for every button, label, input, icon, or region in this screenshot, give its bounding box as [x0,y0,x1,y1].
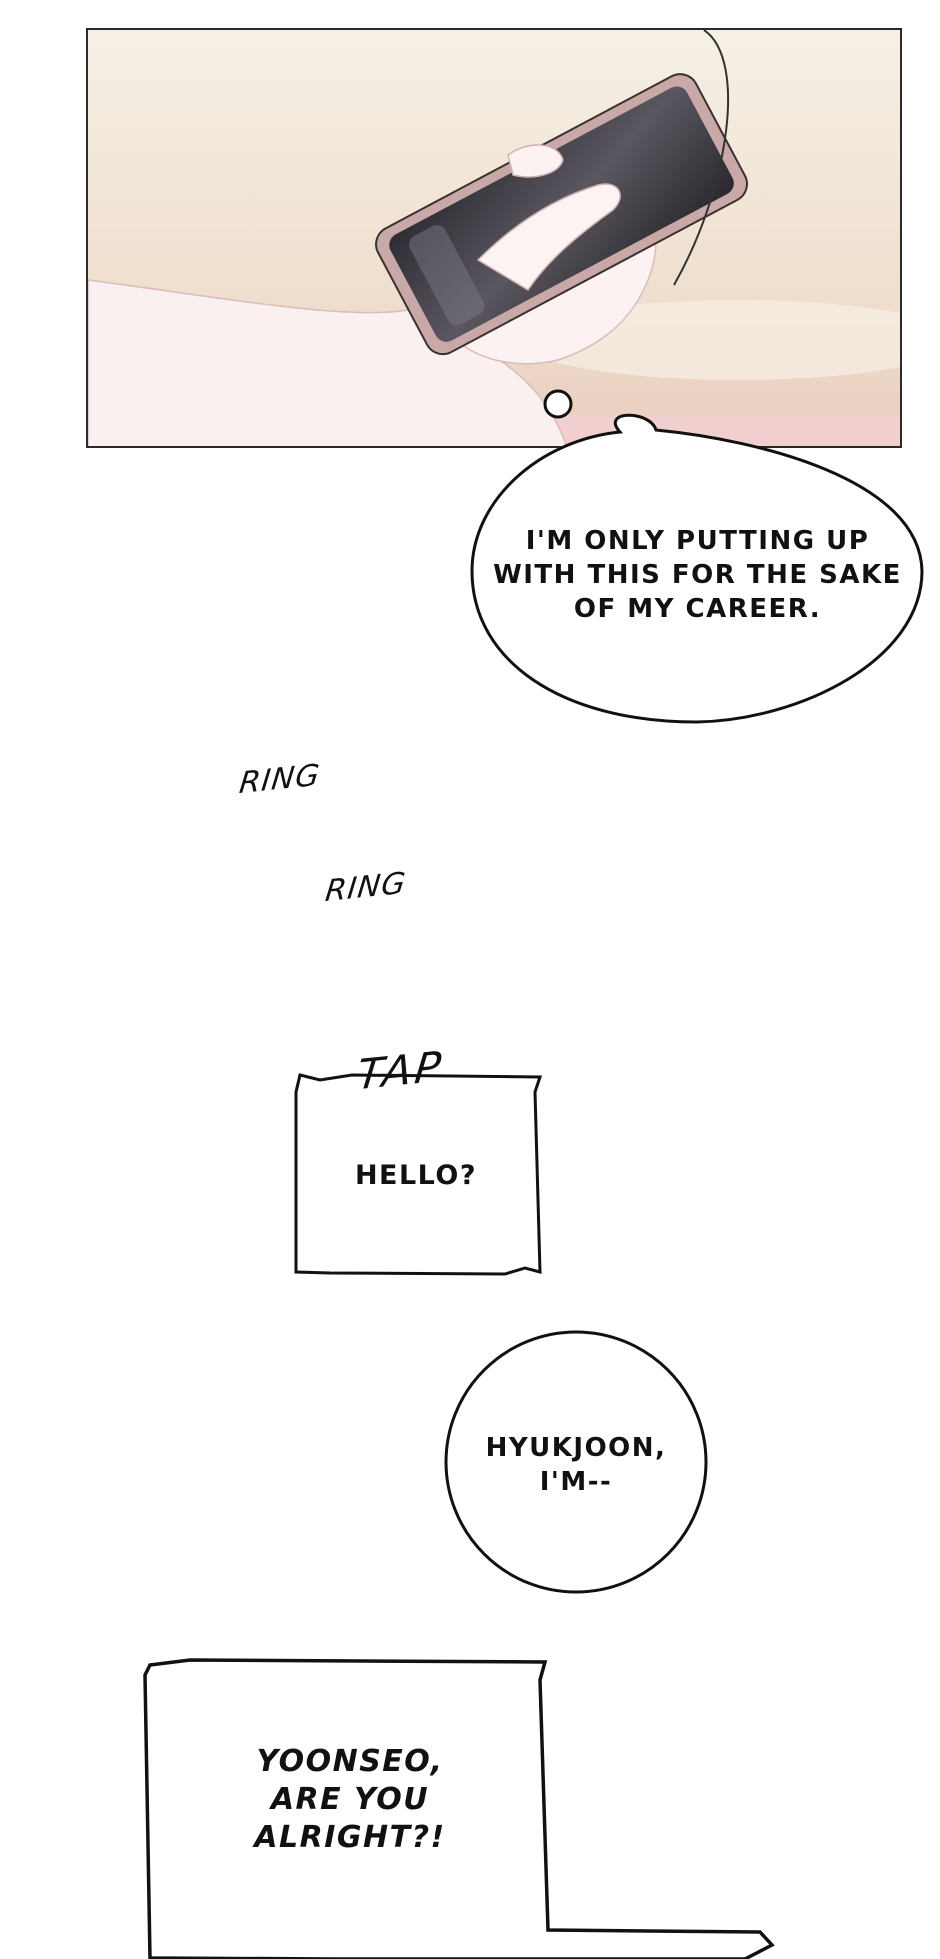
phone-illustration [88,30,900,446]
hello-box-shape [294,1073,543,1276]
thought-bubble-shape [470,413,924,724]
career-bubble-text: I'M ONLY PUTTING UP WITH THIS FOR THE SA… [493,526,902,624]
hyukjoon-bubble-shape [444,1330,708,1594]
hyukjoon-bubble-text: HYUKJOON, I'M-- [485,1433,667,1497]
hello-bubble-text: HELLO? [354,1159,478,1191]
thought-bubble [470,389,924,724]
hello-box [294,1073,543,1276]
phone-panel [86,28,902,448]
thought-dot-small [543,389,573,419]
yoonseo-bubble-text: YOONSEO, ARE YOU ALRIGHT?! [254,1744,446,1855]
hyukjoon-bubble [444,1330,708,1594]
